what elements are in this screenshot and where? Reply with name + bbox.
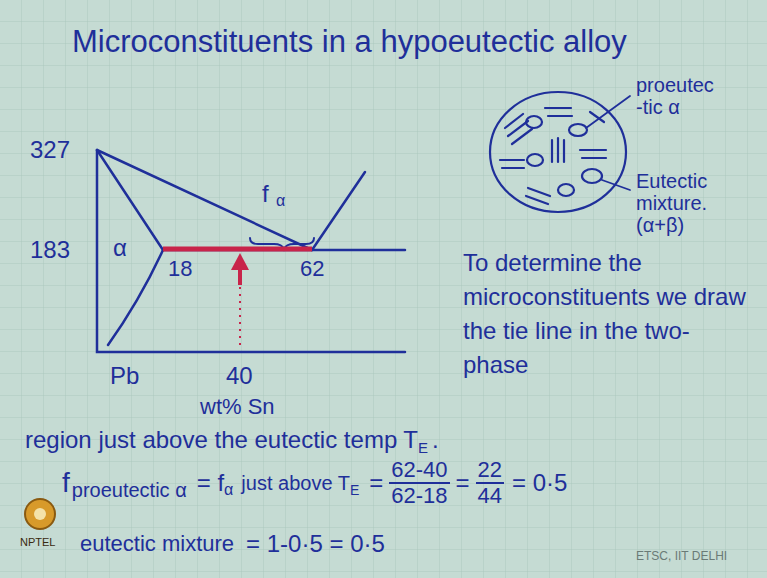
axis-label: Pb bbox=[110, 362, 139, 390]
axis-title: wt% Sn bbox=[200, 394, 275, 419]
fraction-subscript: α bbox=[276, 192, 285, 210]
watermark: NPTEL bbox=[20, 536, 55, 549]
equation-text: = bbox=[369, 469, 383, 497]
temperature-value: 183 bbox=[30, 236, 70, 264]
lamellae bbox=[500, 160, 524, 168]
equation-text: just above T bbox=[241, 472, 350, 495]
phase-lines bbox=[97, 150, 405, 352]
equation-text: = f bbox=[197, 469, 224, 497]
equation-line: fproeutectic α= fαjust above TE=62-4062-… bbox=[62, 458, 567, 508]
alpha-particle bbox=[582, 169, 602, 183]
explanation-note: To determine the microconstituents we dr… bbox=[463, 246, 755, 382]
watermark: ETSC, IIT DELHI bbox=[636, 550, 727, 564]
liquidus bbox=[97, 150, 312, 250]
logo-core bbox=[34, 508, 46, 520]
microstructure-label: Eutectic mixture. (α+β) bbox=[636, 170, 707, 236]
microstructure bbox=[490, 92, 630, 212]
solidus bbox=[97, 150, 163, 250]
subscript-text: α bbox=[224, 481, 233, 499]
fraction: 62-4062-18 bbox=[389, 458, 449, 508]
solvus bbox=[108, 250, 163, 345]
nptel-logo bbox=[25, 499, 55, 529]
equation-text: . bbox=[432, 426, 439, 454]
logo-disc bbox=[25, 499, 55, 529]
leader-line bbox=[586, 96, 630, 128]
temperature-value: 327 bbox=[30, 136, 70, 164]
alpha-particle bbox=[527, 154, 543, 166]
equation-text: = bbox=[456, 469, 470, 497]
phase-label: α bbox=[113, 234, 127, 262]
numerator: 62-40 bbox=[389, 458, 449, 484]
alpha-particle bbox=[558, 184, 574, 196]
composition-value: 40 bbox=[226, 362, 253, 390]
composition-value: 62 bbox=[300, 256, 324, 281]
subscript-text: E bbox=[418, 439, 428, 456]
lamellae bbox=[526, 188, 550, 204]
fraction: 2244 bbox=[476, 458, 504, 508]
equation-text: eutectic mixture bbox=[80, 531, 234, 557]
axes bbox=[97, 150, 405, 352]
denominator: 44 bbox=[476, 484, 504, 508]
grain-outline bbox=[490, 92, 626, 212]
denominator: 62-18 bbox=[389, 484, 449, 508]
liquidus-right bbox=[312, 172, 365, 250]
subscript-text: E bbox=[350, 482, 359, 498]
tie-line bbox=[163, 247, 312, 252]
alpha-particle bbox=[526, 116, 542, 128]
lamellae bbox=[552, 138, 564, 162]
alpha-particle bbox=[569, 124, 587, 136]
dotted-line bbox=[239, 285, 241, 345]
explanation-line: region just above the eutectic tempTE. bbox=[25, 426, 439, 454]
composition-value: 18 bbox=[168, 256, 192, 281]
equation-line: eutectic mixture = 1-0·5 = 0·5 bbox=[80, 530, 385, 558]
slide-title: Microconstituents in a hypoeutectic allo… bbox=[72, 24, 627, 60]
arrow-shaft bbox=[238, 268, 242, 285]
equation-text: = 1-0·5 = 0·5 bbox=[246, 530, 385, 558]
equation-text: region just above the eutectic temp bbox=[25, 426, 397, 454]
equation-text: T bbox=[403, 426, 418, 454]
leader-line bbox=[602, 180, 630, 190]
eutectic-line bbox=[163, 249, 405, 252]
subscript-text: proeutectic α bbox=[72, 479, 187, 502]
arrow-head bbox=[231, 253, 249, 270]
fraction-symbol: f bbox=[262, 180, 269, 208]
equation-text: = 0·5 bbox=[512, 469, 567, 497]
numerator: 22 bbox=[476, 458, 504, 484]
lamellae bbox=[580, 150, 606, 158]
equation-text: f bbox=[62, 467, 70, 499]
lamellae bbox=[545, 108, 572, 116]
microstructure-label: proeutec -tic α bbox=[636, 74, 714, 118]
